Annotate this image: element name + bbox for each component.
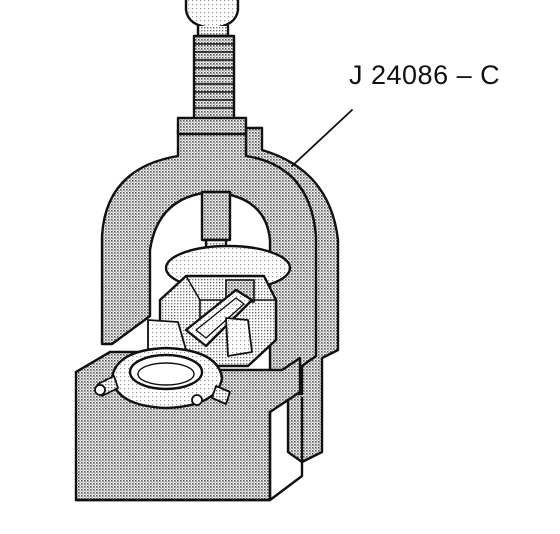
press-column — [200, 190, 232, 242]
tool-label: J 24086 – C — [349, 60, 501, 90]
connecting-rod — [147, 288, 254, 357]
threaded-screw — [192, 34, 236, 122]
screw-handle — [184, 0, 240, 38]
rod-big-end — [94, 346, 231, 410]
leader-line — [291, 109, 353, 167]
